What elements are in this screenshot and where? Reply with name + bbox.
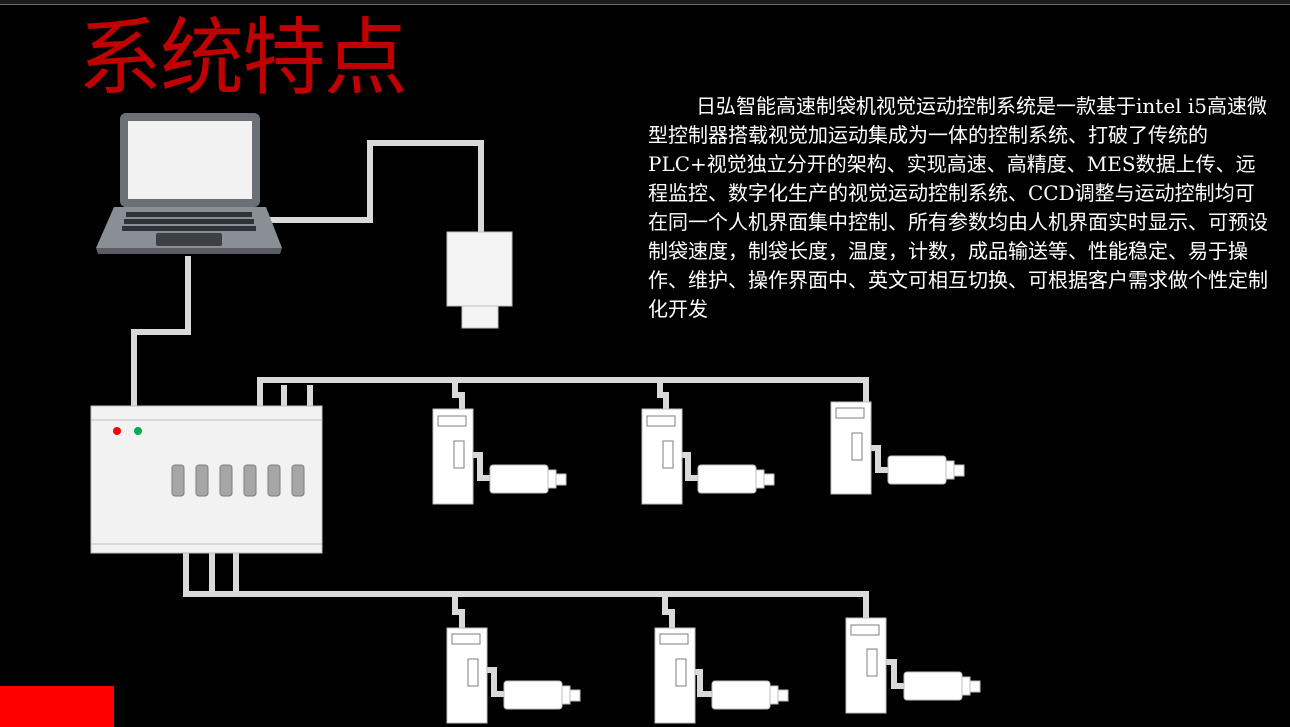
cable-top-drop-1 xyxy=(452,380,465,409)
cable-top-drop-2 xyxy=(657,380,669,409)
cable-top-bus-1 xyxy=(257,377,869,410)
controller-ports xyxy=(171,464,305,497)
servo-drive-icon xyxy=(654,627,696,724)
servo-drive-icon xyxy=(641,408,683,505)
cable-drive-motor-b2 xyxy=(692,669,712,697)
cable-drive-motor-b1 xyxy=(485,667,504,697)
servo-motor-icon xyxy=(903,671,981,701)
cable-drive-motor-b3 xyxy=(885,659,904,689)
controller-led-green xyxy=(134,427,142,435)
servo-motor-icon xyxy=(503,680,581,710)
cable-laptop-controller xyxy=(131,256,191,407)
slide-title: 系统特点 xyxy=(78,9,408,107)
corner-accent-block xyxy=(0,686,114,727)
servo-drive-icon xyxy=(845,617,887,714)
servo-unit-bottom-1 xyxy=(446,627,581,724)
servo-unit-top-3 xyxy=(830,401,965,495)
controller-led-red xyxy=(113,427,121,435)
top-divider xyxy=(0,0,1290,5)
servo-drive-icon xyxy=(446,627,488,724)
servo-unit-top-1 xyxy=(432,408,567,505)
cable-bottom-drop-2 xyxy=(662,594,675,628)
servo-drive-icon xyxy=(830,401,872,495)
cable-drive-motor-t2 xyxy=(680,452,698,481)
servo-motor-icon xyxy=(887,455,965,485)
servo-drive-icon xyxy=(432,408,474,505)
servo-unit-bottom-2 xyxy=(654,627,789,724)
cable-drive-motor-t1 xyxy=(470,452,490,481)
cable-bottom-drop-1 xyxy=(452,594,465,628)
servo-motor-icon xyxy=(711,680,789,710)
controller-icon xyxy=(90,405,323,554)
servo-unit-top-2 xyxy=(641,408,775,505)
servo-motor-icon xyxy=(697,464,775,494)
system-description: 日弘智能高速制袋机视觉运动控制系统是一款基于intel i5高速微型控制器搭载视… xyxy=(648,94,1268,321)
laptop-icon xyxy=(96,113,282,254)
cable-laptop-camera xyxy=(262,140,484,232)
servo-unit-bottom-3 xyxy=(845,617,981,714)
servo-motor-icon xyxy=(489,464,567,494)
cable-drive-motor-t3 xyxy=(870,445,888,473)
camera-icon xyxy=(446,231,513,329)
